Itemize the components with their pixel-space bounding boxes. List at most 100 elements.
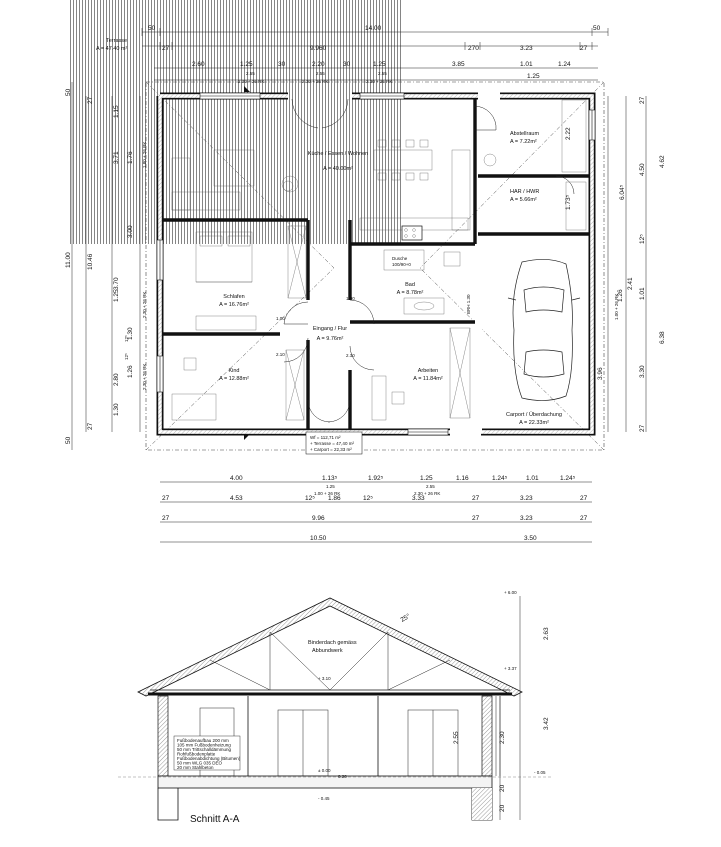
svg-text:4.62: 4.62 — [659, 155, 666, 168]
svg-text:30: 30 — [278, 61, 286, 68]
svg-text:+ 3.37: + 3.37 — [504, 666, 517, 671]
svg-text:12⁵: 12⁵ — [363, 495, 373, 502]
svg-text:105 mm Fußbodenheizung: 105 mm Fußbodenheizung — [177, 743, 231, 748]
svg-text:+ Carport = 22,33 m²: + Carport = 22,33 m² — [310, 447, 352, 452]
svg-text:+ 3.10: + 3.10 — [318, 676, 331, 681]
svg-text:27: 27 — [162, 515, 170, 522]
svg-text:1.26: 1.26 — [617, 289, 624, 302]
section-drawing: Fußbodenaufbau 200 mm 105 mm Fußbodenhei… — [118, 590, 552, 825]
svg-text:20 mm Stahlbeton: 20 mm Stahlbeton — [177, 765, 214, 770]
svg-text:1.15: 1.15 — [113, 105, 120, 118]
top-dimensions: 50 14.00 50 27 9.960 270 3.23 27 2.60 1.… — [141, 25, 609, 84]
svg-text:3.23: 3.23 — [520, 495, 533, 502]
car-icon — [507, 259, 581, 401]
svg-text:2.30 + 26 RK: 2.30 + 26 RK — [302, 79, 328, 84]
terrasse-area: A = 47.40 m² — [96, 46, 128, 52]
svg-text:1.80 + 26 RK: 1.80 + 26 RK — [142, 142, 147, 168]
svg-text:Wf = 112,71 m²: Wf = 112,71 m² — [310, 435, 341, 440]
svg-text:2.30 + 26 RK: 2.30 + 26 RK — [142, 364, 147, 390]
svg-text:6.04⁵: 6.04⁵ — [619, 184, 626, 200]
svg-text:27: 27 — [639, 96, 646, 104]
room-arbeiten-name: Arbeiten — [418, 368, 439, 374]
room-kind-name: Kind — [228, 368, 239, 374]
svg-text:1.01: 1.01 — [639, 287, 646, 300]
room-schlafen-name: Schlafen — [223, 294, 244, 300]
room-bad-area: A = 8.78m² — [397, 290, 424, 296]
room-kueche-name: Küche / Essen / Wohnen — [308, 151, 368, 157]
svg-text:2.30: 2.30 — [499, 731, 506, 744]
svg-text:1.73⁵: 1.73⁵ — [565, 194, 572, 210]
svg-text:2.30 + 26 RK: 2.30 + 26 RK — [366, 79, 392, 84]
room-kind-area: A = 12.88m² — [219, 376, 249, 382]
svg-text:2.10: 2.10 — [346, 353, 355, 358]
svg-text:50: 50 — [148, 25, 156, 32]
svg-text:3.30: 3.30 — [639, 365, 646, 378]
svg-text:4.50: 4.50 — [639, 163, 646, 176]
section-title: Schnitt A-A — [190, 814, 240, 825]
svg-text:2.41: 2.41 — [627, 277, 634, 290]
svg-text:Fußbodenabdichtung (Bitumen): Fußbodenabdichtung (Bitumen) — [177, 756, 241, 761]
svg-text:1.00 + 26 RK: 1.00 + 26 RK — [614, 294, 619, 320]
roof-outline — [145, 81, 605, 451]
svg-text:1.16: 1.16 — [456, 475, 469, 482]
svg-text:2.55: 2.55 — [426, 484, 435, 489]
svg-text:50: 50 — [65, 88, 72, 96]
room-har-area: A = 5.66m² — [510, 197, 537, 203]
svg-text:3.71: 3.71 — [113, 151, 120, 164]
svg-text:± 0.00: ± 0.00 — [318, 768, 331, 773]
svg-text:270: 270 — [468, 45, 479, 52]
svg-text:1.00: 1.00 — [276, 316, 285, 321]
svg-text:2.20: 2.20 — [312, 61, 325, 68]
svg-text:2.30 + 26 RK: 2.30 + 26 RK — [238, 79, 264, 84]
svg-text:1.86: 1.86 — [328, 495, 341, 502]
svg-text:Dusche: Dusche — [392, 256, 408, 261]
svg-text:50 mm WLG 035 DEO: 50 mm WLG 035 DEO — [177, 761, 223, 766]
svg-text:1.26: 1.26 — [127, 365, 134, 378]
svg-text:2.55: 2.55 — [246, 71, 255, 76]
room-flur-area: A = 9.76m² — [317, 336, 344, 342]
svg-text:1.25: 1.25 — [240, 61, 253, 68]
room-har-name: HAR / HWR — [510, 189, 539, 195]
svg-text:12⁵: 12⁵ — [124, 335, 129, 342]
svg-text:1.01: 1.01 — [520, 61, 533, 68]
svg-text:1.24⁵: 1.24⁵ — [560, 475, 576, 482]
svg-text:1.25: 1.25 — [420, 475, 433, 482]
room-bad-name: Bad — [405, 282, 415, 288]
terrasse-label: Terrasse — [106, 38, 127, 44]
svg-text:2.10: 2.10 — [276, 352, 285, 357]
left-dimensions: 50 11.00 50 27 10.46 27 1.15 3.71 1.76 3… — [65, 82, 147, 450]
svg-text:3.42: 3.42 — [543, 717, 550, 730]
furniture — [171, 99, 587, 421]
svg-text:2.30 + 26 RK: 2.30 + 26 RK — [142, 292, 147, 318]
svg-text:2.80: 2.80 — [113, 373, 120, 386]
svg-text:3.00: 3.00 — [127, 225, 134, 238]
svg-text:12⁵: 12⁵ — [639, 234, 646, 244]
svg-text:50: 50 — [593, 25, 601, 32]
svg-text:27: 27 — [580, 45, 588, 52]
svg-text:- 0.05: - 0.05 — [534, 770, 546, 775]
svg-text:1.00 + 26 RK: 1.00 + 26 RK — [314, 491, 340, 496]
svg-text:27: 27 — [580, 515, 588, 522]
room-flur-name: Eingang / Flur — [313, 326, 347, 332]
svg-text:27: 27 — [580, 495, 588, 502]
terrasse-decking — [68, 0, 402, 244]
bottom-dimensions: 4.00 1.13⁵ 1.92⁵ 1.25 1.16 1.24⁵ 1.01 1.… — [160, 475, 592, 543]
svg-text:9.96: 9.96 — [312, 515, 325, 522]
svg-text:1.92⁵: 1.92⁵ — [368, 475, 384, 482]
svg-text:1.25: 1.25 — [527, 73, 540, 80]
windows — [156, 92, 596, 436]
svg-text:3.70: 3.70 — [113, 277, 120, 290]
svg-text:20: 20 — [499, 784, 506, 792]
svg-text:+ 6.00: + 6.00 — [504, 590, 517, 595]
roof-note-2: Abbundwerk — [312, 648, 343, 654]
section-marker — [244, 86, 250, 440]
svg-text:2.22: 2.22 — [565, 127, 572, 140]
svg-text:Fußbodenaufbau 200 mm: Fußbodenaufbau 200 mm — [177, 738, 229, 743]
svg-text:Rohfußbodenplatte: Rohfußbodenplatte — [177, 752, 216, 757]
svg-text:1.13⁵: 1.13⁵ — [322, 475, 338, 482]
svg-text:1.30: 1.30 — [127, 327, 134, 340]
svg-text:1.25: 1.25 — [373, 61, 386, 68]
room-arbeiten-area: A = 11.84m² — [413, 376, 443, 382]
svg-text:2.30 + 26 RK: 2.30 + 26 RK — [414, 491, 440, 496]
